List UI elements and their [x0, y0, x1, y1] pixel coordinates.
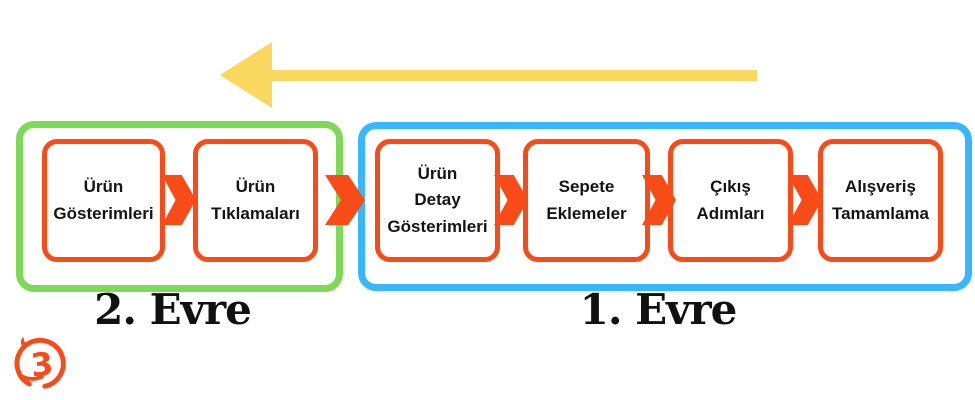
back-arrow-shaft	[270, 70, 757, 81]
stage-box-urun-gosterimleri: Ürün Gösterimleri	[42, 139, 165, 262]
stage-label: Ürün Detay Gösterimleri	[387, 163, 488, 236]
phase2-label: 2. Evre	[94, 285, 252, 334]
back-arrow-icon	[220, 42, 757, 108]
stage-label: Ürün Tıklamaları	[211, 177, 300, 223]
stage-label: Alışveriş Tamamlama	[831, 177, 929, 223]
phase1-label: 1. Evre	[579, 285, 738, 334]
stage-box-urun-detay-gosterimleri: Ürün Detay Gösterimleri	[375, 139, 500, 262]
back-arrow-head	[220, 42, 272, 108]
brand-logo-icon: 3	[14, 336, 66, 390]
stage-box-urun-tiklamalari: Ürün Tıklamaları	[193, 139, 318, 262]
stage-box-alisveris-tamamlama: Alışveriş Tamamlama	[818, 139, 943, 262]
stage-label: Ürün Gösterimleri	[53, 177, 154, 223]
stage-label: Sepete Eklemeler	[546, 177, 627, 223]
stage-box-cikis-adimlari: Çıkış Adımları	[668, 139, 793, 262]
stage-label: Çıkış Adımları	[696, 177, 765, 223]
stage-box-sepete-eklemeler: Sepete Eklemeler	[523, 139, 650, 262]
